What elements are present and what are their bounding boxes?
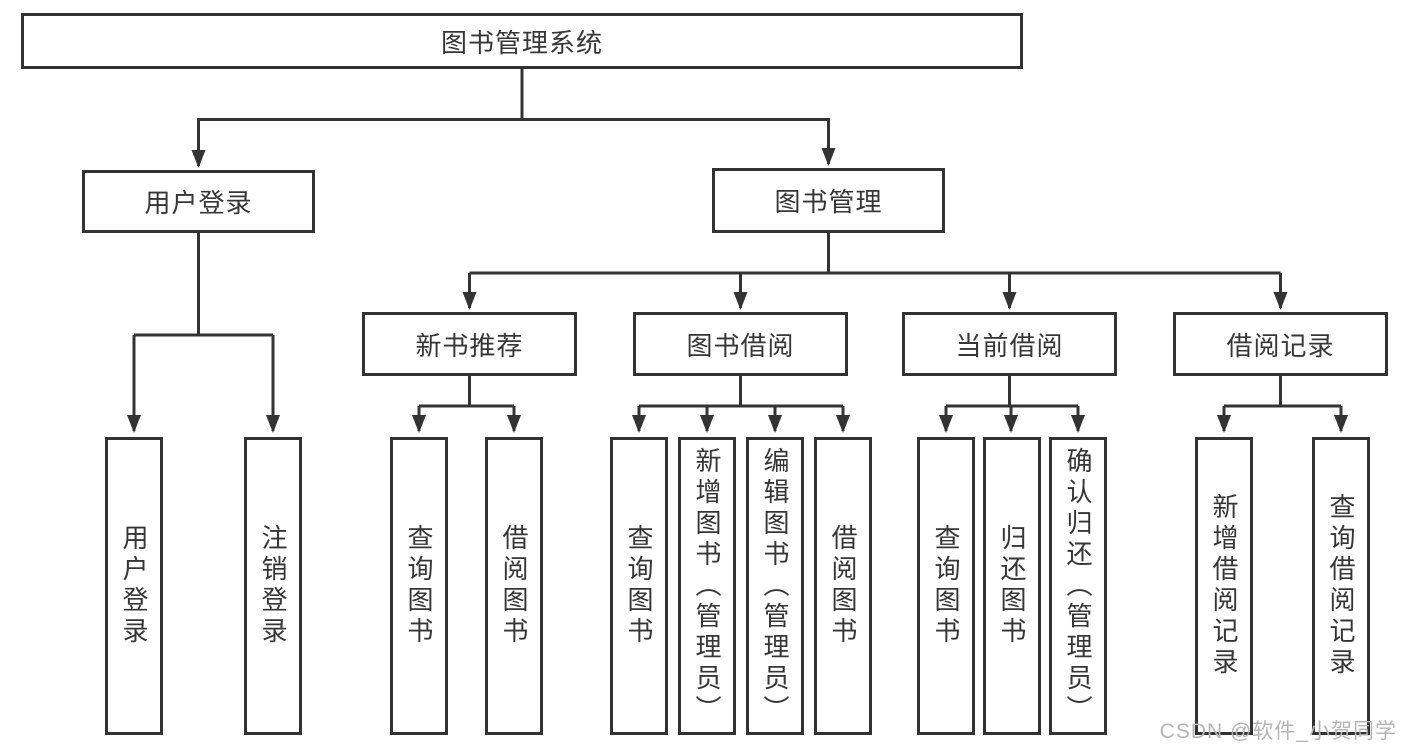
node-user-login: 用户登录 (82, 170, 315, 233)
leaf-confirm-return-admin: 确认归还（管理员） (1049, 437, 1107, 735)
leaf-user-login: 用户登录 (105, 437, 163, 735)
leaf-query-borrow-record: 查询借阅记录 (1312, 437, 1370, 735)
leaf-query-books-borrow: 查询图书 (610, 437, 668, 735)
watermark: CSDN @软件_小贺同学 (1159, 720, 1397, 743)
node-current-borrow: 当前借阅 (902, 312, 1117, 376)
leaf-edit-book-admin: 编辑图书（管理员） (746, 437, 804, 735)
leaf-add-borrow-record: 新增借阅记录 (1195, 437, 1253, 735)
leaf-return-book: 归还图书 (983, 437, 1041, 735)
node-book-management: 图书管理 (712, 168, 945, 233)
leaf-borrow-books-borrow: 借阅图书 (814, 437, 872, 735)
node-borrow-records: 借阅记录 (1173, 312, 1388, 376)
leaf-query-books-current: 查询图书 (917, 437, 975, 735)
leaf-query-books-recommend: 查询图书 (390, 437, 448, 735)
node-root: 图书管理系统 (21, 13, 1023, 69)
connector-group (127, 69, 1348, 433)
leaf-logout: 注销登录 (244, 437, 302, 735)
leaf-add-book-admin: 新增图书（管理员） (678, 437, 736, 735)
leaf-borrow-books-recommend: 借阅图书 (485, 437, 543, 735)
node-new-book-recommend: 新书推荐 (362, 312, 577, 376)
node-book-borrow: 图书借阅 (633, 312, 848, 376)
